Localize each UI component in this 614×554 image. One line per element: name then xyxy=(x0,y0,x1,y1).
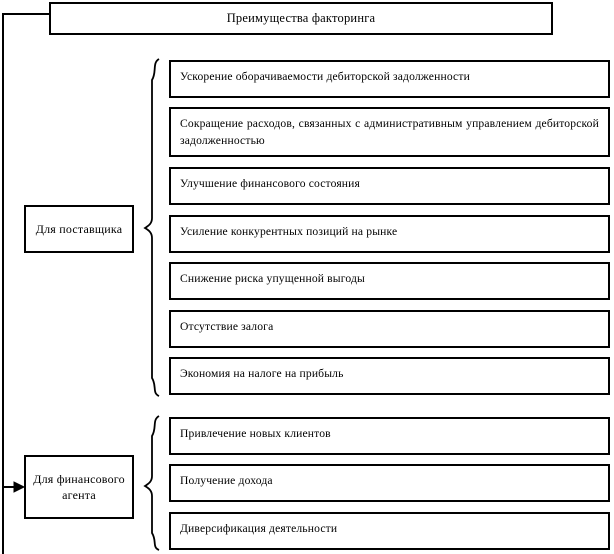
diagram-title-text: Преимущества факторинга xyxy=(226,11,376,25)
benefit-text: Отсутствие залога xyxy=(180,320,274,333)
benefit-text: Усиление конкурентных позиций на рынке xyxy=(180,225,398,238)
benefit-text: Сокращение расходов, связанных с админис… xyxy=(180,117,599,147)
benefit-text: Диверсификация деятельности xyxy=(180,522,338,535)
benefit-text: Получение дохода xyxy=(180,474,273,487)
benefit-box-supplier-3: Улучшение финансового состояния xyxy=(169,167,610,205)
benefit-box-agent-1: Привлечение новых клиентов xyxy=(169,417,610,455)
benefit-box-supplier-7: Экономия на налоге на прибыль xyxy=(169,357,610,395)
group-label-agent: Для финансового агента xyxy=(24,455,134,519)
supplier-brace xyxy=(143,58,160,397)
benefit-box-supplier-2: Сокращение расходов, связанных с админис… xyxy=(169,107,610,157)
benefit-box-supplier-4: Усиление конкурентных позиций на рынке xyxy=(169,215,610,253)
benefit-box-agent-3: Диверсификация деятельности xyxy=(169,512,610,550)
benefit-box-supplier-6: Отсутствие залога xyxy=(169,310,610,348)
benefit-box-supplier-5: Снижение риска упущенной выгоды xyxy=(169,262,610,300)
group-label-supplier-text: Для поставщика xyxy=(35,222,123,236)
benefit-text: Экономия на налоге на прибыль xyxy=(180,367,344,380)
group-label-agent-text: Для финансового агента xyxy=(33,472,125,502)
benefit-text: Снижение риска упущенной выгоды xyxy=(180,272,365,285)
benefit-text: Улучшение финансового состояния xyxy=(180,177,360,190)
diagram-title-box: Преимущества факторинга xyxy=(49,2,553,35)
benefit-text: Привлечение новых клиентов xyxy=(180,427,331,440)
benefit-box-agent-2: Получение дохода xyxy=(169,464,610,502)
benefit-text: Ускорение оборачиваемости дебиторской за… xyxy=(180,70,470,83)
agent-arrow-head xyxy=(13,481,26,493)
agent-brace xyxy=(143,415,160,551)
group-label-supplier: Для поставщика xyxy=(24,205,134,253)
benefit-box-supplier-1: Ускорение оборачиваемости дебиторской за… xyxy=(169,60,610,98)
